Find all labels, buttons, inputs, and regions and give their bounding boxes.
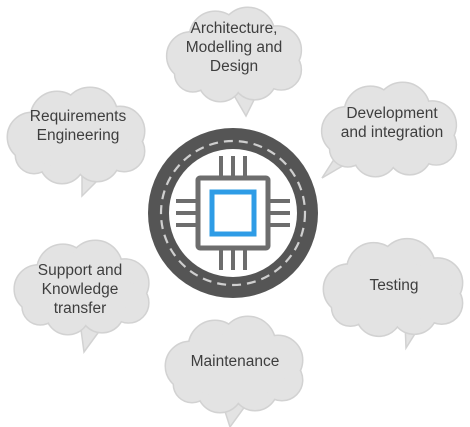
central-hub bbox=[148, 128, 318, 298]
cloud-development: Development and integration bbox=[320, 81, 458, 179]
cloud-label-line: Requirements bbox=[30, 108, 127, 125]
cloud-label-line: transfer bbox=[54, 300, 107, 317]
cloud-label-line: Modelling and bbox=[186, 39, 283, 56]
cloud-label-line: Testing bbox=[369, 277, 418, 294]
cloud-label-line: Knowledge bbox=[42, 281, 119, 298]
cloud-label-line: Design bbox=[210, 58, 258, 75]
cloud-label-line: Development bbox=[346, 105, 438, 122]
cloud-label-line: and integration bbox=[341, 124, 444, 141]
microchip-icon bbox=[176, 156, 290, 270]
cloud-label-line: Architecture, bbox=[190, 20, 277, 37]
cloud-label-line: Support and bbox=[38, 262, 122, 279]
hub-dashed-track bbox=[159, 139, 307, 287]
cloud-label-line: Maintenance bbox=[191, 353, 280, 370]
cloud-label-line: Engineering bbox=[37, 127, 120, 144]
cloud-label: Testing bbox=[369, 277, 418, 294]
cloud-testing: Testing bbox=[322, 237, 464, 351]
cloud-label: Maintenance bbox=[191, 353, 280, 370]
cloud-maintenance: Maintenance bbox=[164, 315, 304, 427]
cloud-label: Development and integration bbox=[341, 105, 444, 141]
